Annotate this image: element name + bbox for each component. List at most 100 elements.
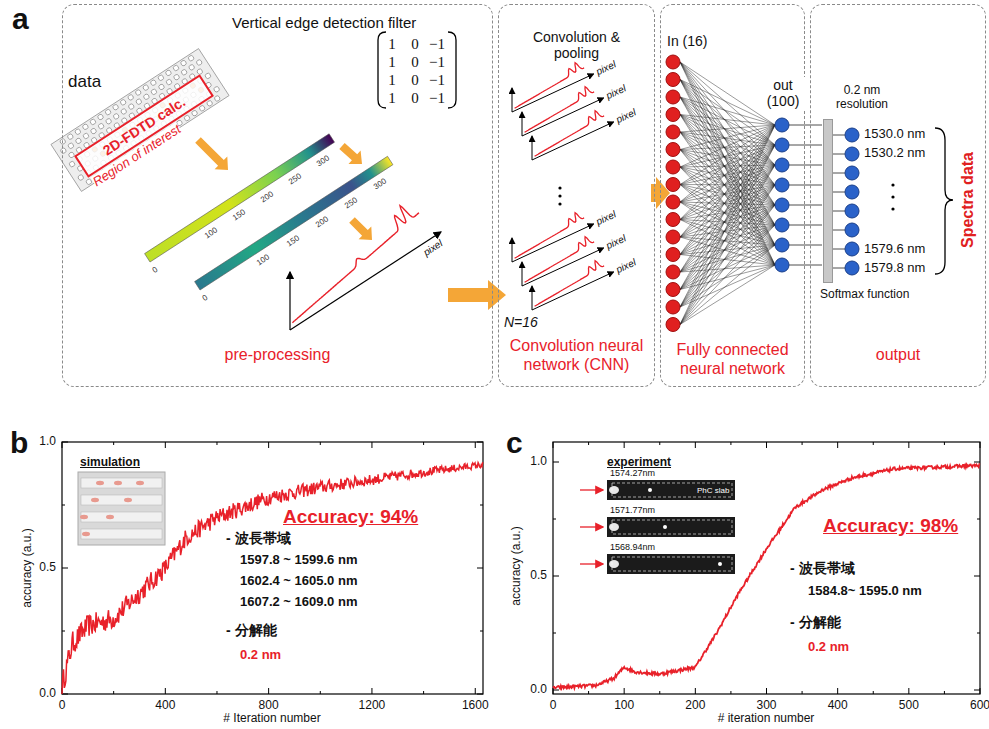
tick	[730, 691, 731, 694]
weight-line	[789, 245, 822, 246]
tick	[62, 568, 68, 569]
air-hole	[204, 72, 211, 79]
tick	[62, 505, 65, 506]
process-arrow	[349, 217, 372, 240]
ellipsis-dot	[558, 194, 561, 197]
input-neuron	[666, 195, 680, 209]
text-label: N=16	[504, 314, 538, 330]
tick	[944, 691, 945, 694]
text-label: - 分解能	[226, 622, 277, 638]
tick	[477, 442, 483, 443]
text-label: 0	[59, 699, 66, 713]
text-label: 800	[259, 699, 279, 713]
text-label: 1584.8~ 1595.0 nm	[808, 584, 922, 599]
text-label: pixel	[604, 232, 628, 251]
air-hole	[213, 86, 220, 93]
axis	[522, 262, 523, 286]
weight-line	[680, 165, 775, 185]
input-neuron	[666, 283, 680, 297]
feature-curve	[525, 237, 595, 283]
tick	[62, 694, 68, 695]
weight-line	[832, 135, 845, 136]
tick	[980, 688, 981, 694]
text-label: 250	[287, 171, 303, 186]
text-label: 300	[315, 153, 331, 168]
input-neuron	[666, 265, 680, 279]
output-neuron	[775, 138, 789, 152]
weight-line	[680, 145, 775, 202]
field-spot	[80, 515, 88, 519]
text-label: Accuracy: 94%	[283, 506, 418, 528]
input-neuron	[666, 318, 680, 332]
text-label: - 分解能	[790, 614, 841, 630]
text-label: 0.2 nm resolution	[831, 84, 893, 112]
text-label: pixel	[421, 238, 445, 259]
bright-spot	[648, 488, 652, 492]
air-hole	[97, 123, 104, 130]
weight-line	[680, 145, 775, 290]
tick	[165, 688, 166, 694]
class-neuron	[845, 242, 859, 256]
process-panel: pre-processing2D-FDTD calc.Region of int…	[62, 4, 493, 387]
air-hole	[157, 74, 164, 81]
tick	[908, 442, 909, 448]
text-label: pixel	[604, 82, 628, 101]
chart-frame	[62, 442, 483, 694]
text-label: # Iteration number	[223, 712, 320, 726]
weight-line	[680, 125, 775, 325]
text-label: 0	[151, 264, 160, 274]
text-label: Vertical edge detection filter	[232, 14, 416, 31]
weight-line	[680, 185, 775, 325]
output-neuron	[775, 178, 789, 192]
heatmap-strip	[145, 134, 335, 262]
weight-line	[680, 115, 775, 146]
air-hole	[67, 133, 74, 140]
class-neuron	[845, 261, 859, 275]
text-label: # iteration number	[718, 712, 815, 726]
tick	[837, 442, 838, 448]
tick	[974, 690, 980, 691]
tick	[475, 688, 476, 694]
axis	[532, 272, 614, 310]
output-neuron	[775, 238, 789, 252]
text-label: 1597.8 ~ 1599.6 nm	[240, 553, 357, 568]
weight-line	[789, 125, 822, 126]
text-label: 200	[314, 214, 330, 229]
input-neuron	[666, 160, 680, 174]
weight-line	[680, 205, 775, 307]
air-hole	[165, 69, 172, 76]
air-hole	[74, 128, 81, 135]
feature-curve	[525, 87, 595, 133]
axis	[532, 136, 533, 160]
text-label: 0	[411, 36, 419, 53]
tick	[659, 442, 660, 445]
weight-line	[832, 249, 845, 250]
air-hole	[214, 95, 221, 102]
text-label: 400	[828, 699, 848, 713]
output-neuron	[775, 158, 789, 172]
air-hole	[135, 98, 142, 105]
air-hole	[183, 114, 190, 121]
field-spot	[91, 498, 99, 502]
axis	[532, 286, 533, 310]
input-neuron	[666, 108, 680, 122]
air-hole	[142, 84, 149, 91]
air-hole	[67, 142, 74, 149]
simulation-inset	[78, 472, 165, 545]
softmax-bar: Softmax function	[823, 119, 833, 283]
waveguide-band	[81, 512, 162, 522]
air-hole	[188, 64, 195, 71]
air-hole	[199, 105, 206, 112]
text-label: 1607.2 ~ 1609.0 nm	[240, 595, 357, 610]
air-hole	[180, 60, 187, 67]
feature-curve	[535, 261, 605, 307]
photonic-crystal	[51, 49, 229, 192]
tick	[766, 442, 767, 448]
text-label: pixel	[614, 256, 638, 275]
ir-image	[607, 554, 735, 574]
text-label: −1	[429, 36, 445, 53]
weight-line	[680, 184, 775, 186]
text-label: - 波長帯域	[226, 530, 291, 546]
waveguide-band	[81, 478, 162, 488]
tick	[371, 688, 372, 694]
